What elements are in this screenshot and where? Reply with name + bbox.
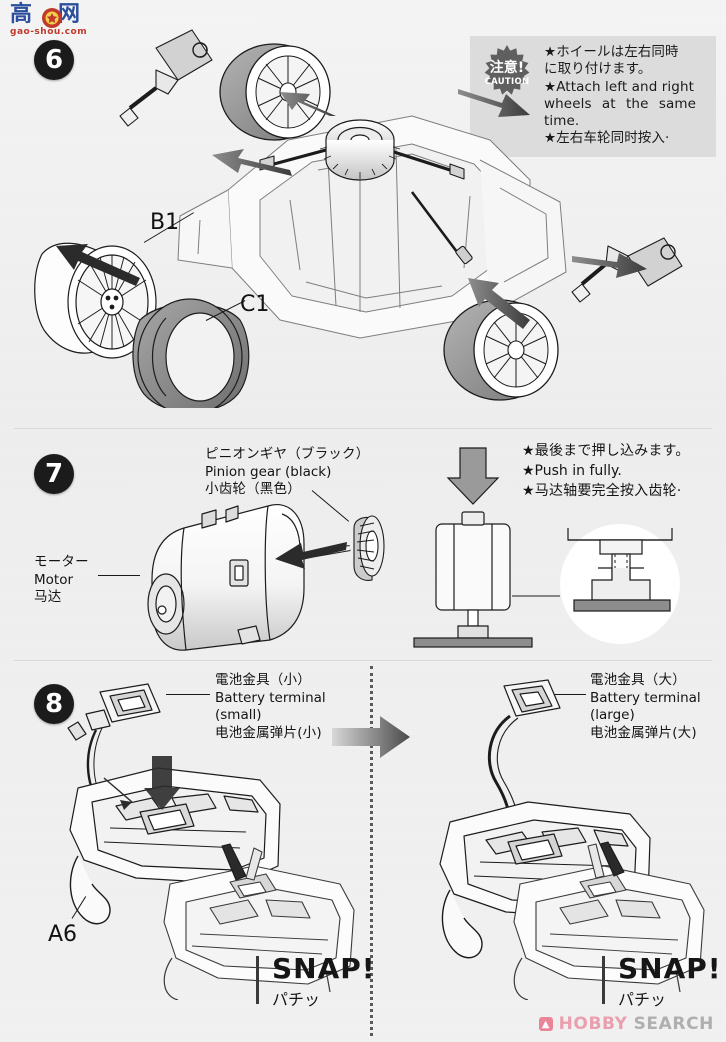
chassis-part-label: A6 <box>48 922 78 947</box>
step-7-notes: ★最後まで押し込みます。 ★Push in fully. ★马达轴要完全按入齿轮… <box>522 442 690 502</box>
watermark-domain-text: gao-shou.com <box>10 27 88 37</box>
caution-line-1: ★ホイールは左右同時 <box>544 44 679 60</box>
step-7-note-1: ★最後まで押し込みます。 <box>522 443 690 459</box>
pinion-gear-label-jp: ピニオンギヤ（ブラック） <box>205 446 370 462</box>
hobby-search-brand-2: SEARCH <box>633 1014 714 1034</box>
panel-divider-2 <box>14 660 712 661</box>
caution-box: 注意! CAUTION ★ホイールは左右同時 に取り付けます。 ★Attach … <box>470 36 716 157</box>
step-8-left-assembly-diagram <box>67 683 355 1000</box>
tire-part-label: C1 <box>240 292 270 317</box>
motor-label: モーター Motor 马达 <box>34 554 89 607</box>
watermark-seal-icon <box>42 8 62 28</box>
step-7-panel: 7 ピニオンギヤ（ブラック） Pinion gear (black) 小齿轮（黑… <box>0 428 726 660</box>
gao-shou-watermark: 高 网 gao-shou.com <box>10 4 102 44</box>
caution-line-2: に取り付けます。 <box>544 61 652 78</box>
hobby-search-watermark: ▲ HOBBY SEARCH <box>538 1014 714 1034</box>
wheel-part-label: B1 <box>150 210 180 235</box>
progress-arrow-icon <box>332 716 410 758</box>
battery-terminal-large-en: Battery terminal <box>590 689 701 706</box>
battery-terminal-small-en: Battery terminal <box>215 689 326 706</box>
panel-divider-1 <box>14 428 712 429</box>
motor-label-en: Motor <box>34 571 74 588</box>
battery-terminal-small-jp: 電池金具（小） <box>215 672 311 688</box>
step-7-note-2: ★Push in fully. <box>522 462 622 479</box>
motor-label-cn: 马达 <box>34 589 62 606</box>
caution-text-block: ★ホイールは左右同時 に取り付けます。 ★Attach left and rig… <box>544 44 696 148</box>
snap-left-jp: パチッ <box>272 990 321 1009</box>
battery-terminal-small-cn: 电池金属弹片(小) <box>215 724 322 741</box>
caution-seal-icon: 注意! CAUTION <box>478 44 536 102</box>
caution-line-6: ★左右车轮同时按入· <box>544 130 670 147</box>
step-7-badge: 7 <box>34 454 74 494</box>
step-6-assembly-diagram <box>119 29 683 401</box>
hobby-search-brand-1: HOBBY <box>558 1014 628 1034</box>
wheel-tire-exploded-diagram <box>34 242 250 408</box>
battery-terminal-small-leader-line <box>166 694 210 695</box>
caution-line-4: wheels at the same <box>544 95 696 112</box>
snap-right-bar <box>602 956 605 1004</box>
snap-right-en: SNAP! <box>618 952 722 985</box>
battery-terminal-small-label: 電池金具（小） Battery terminal (small) 电池金属弹片(… <box>215 672 326 742</box>
step-8-badge: 8 <box>34 684 74 724</box>
snap-right-jp: パチッ <box>618 990 667 1009</box>
battery-terminal-large-leader-line <box>552 694 586 695</box>
press-fit-detail-inset <box>512 524 680 644</box>
battery-terminal-large-en2: (large) <box>590 707 635 724</box>
motor-pinion-diagram <box>147 504 385 651</box>
snap-left-bar <box>256 956 259 1004</box>
snap-left-en: SNAP! <box>272 952 376 985</box>
battery-terminal-large-cn: 电池金属弹片(大) <box>590 724 697 741</box>
motor-leader-line <box>98 575 140 576</box>
battery-terminal-large-jp: 電池金具（大） <box>590 672 686 688</box>
motor-label-jp: モーター <box>34 554 89 570</box>
step-8-sub-divider <box>370 666 373 1036</box>
step-8-right-assembly-diagram <box>439 679 705 1000</box>
step-6-panel: 6 注意! CAUTION ★ホイールは左右同時 に取り付けます。 ★Attac… <box>0 0 726 428</box>
pinion-gear-label-cn: 小齿轮（黑色） <box>205 481 301 498</box>
pinion-gear-label-en: Pinion gear (black) <box>205 463 332 480</box>
battery-terminal-small-en2: (small) <box>215 707 262 724</box>
pinion-gear-label: ピニオンギヤ（ブラック） Pinion gear (black) 小齿轮（黑色） <box>205 446 369 499</box>
flame-icon: ▲ <box>538 1017 553 1031</box>
svg-text:注意!: 注意! <box>490 59 524 76</box>
step-7-note-3: ★马达轴要完全按入齿轮· <box>522 482 682 499</box>
step-6-badge: 6 <box>34 40 74 80</box>
step-8-panel: 8 電池金具（小） Battery terminal (small) 电池金属弹… <box>0 660 726 1042</box>
battery-terminal-large-label: 電池金具（大） Battery terminal (large) 电池金属弹片(… <box>590 672 701 742</box>
snap-left: SNAP! パチッ <box>272 952 376 1010</box>
caution-line-5: time. <box>544 113 580 130</box>
press-fit-jig-diagram <box>413 447 533 648</box>
snap-right: SNAP! パチッ <box>618 952 722 1010</box>
caution-line-3: ★Attach left and right <box>544 78 694 95</box>
svg-text:CAUTION: CAUTION <box>485 77 530 87</box>
